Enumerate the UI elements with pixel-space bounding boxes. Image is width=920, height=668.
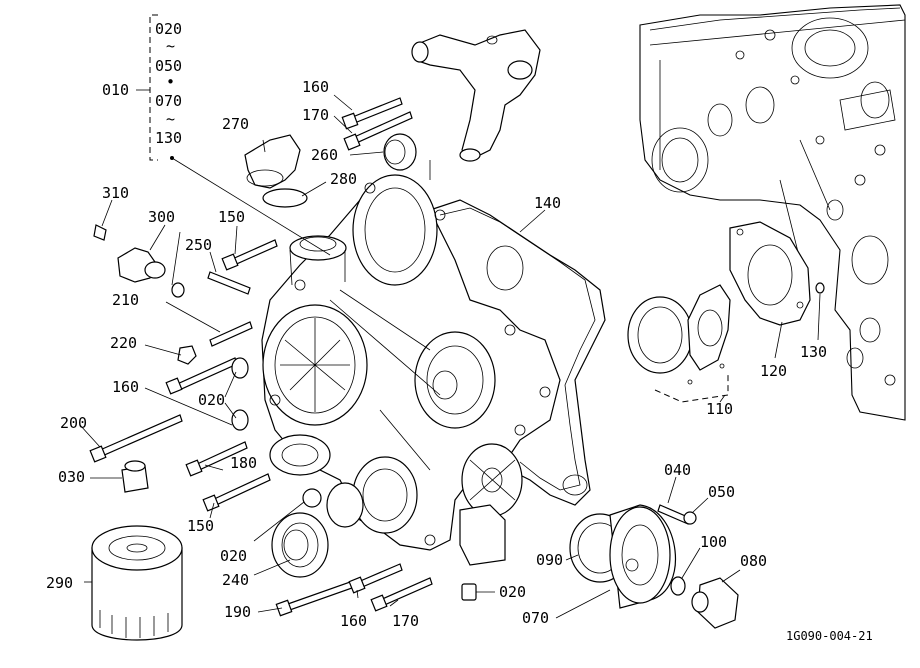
- range-line-2: ~: [166, 37, 175, 55]
- range-line-1: 020: [155, 20, 182, 38]
- sensor-part-300: [93, 224, 185, 298]
- callout-070: 070: [522, 609, 549, 627]
- oil-filler-cap-part: [244, 134, 308, 208]
- callout-labels: 160 170 270 260 280 140 310 300 150 250 …: [46, 78, 827, 630]
- callout-150-lower: 150: [187, 517, 214, 535]
- oil-seal-part: [271, 512, 329, 578]
- range-block: 010 020 ~ 050 • 070 ~ 130: [102, 14, 331, 256]
- callout-080: 080: [740, 552, 767, 570]
- range-line-4: •: [166, 73, 175, 91]
- callout-160-mid: 160: [112, 378, 139, 396]
- callout-020-bottom: 020: [499, 583, 526, 601]
- callout-290: 290: [46, 574, 73, 592]
- callout-050: 050: [708, 483, 735, 501]
- callout-300: 300: [148, 208, 175, 226]
- range-line-3: 050: [155, 57, 182, 75]
- callout-190: 190: [224, 603, 251, 621]
- callout-120: 120: [760, 362, 787, 380]
- callout-110: 110: [706, 400, 733, 418]
- callout-030: 030: [58, 468, 85, 486]
- callout-270: 270: [222, 115, 249, 133]
- range-line-5: 070: [155, 92, 182, 110]
- bolt-parts: [89, 97, 825, 629]
- diagram-reference-code: 1G090-004-21: [786, 629, 873, 643]
- callout-250: 250: [185, 236, 212, 254]
- callout-260: 260: [311, 146, 338, 164]
- callout-130: 130: [800, 343, 827, 361]
- callout-200: 200: [60, 414, 87, 432]
- range-line-7: 130: [155, 129, 182, 147]
- callout-210: 210: [112, 291, 139, 309]
- plug-part-260: [383, 133, 417, 171]
- callout-240: 240: [222, 571, 249, 589]
- gear-case-part: [261, 174, 561, 566]
- oil-pump-rotor-part: [627, 284, 731, 385]
- callout-090: 090: [536, 551, 563, 569]
- range-ref-label: 010: [102, 81, 129, 99]
- callout-220: 220: [110, 334, 137, 352]
- callout-100: 100: [700, 533, 727, 551]
- callout-180: 180: [230, 454, 257, 472]
- engine-block-drawing: [639, 4, 906, 421]
- callout-160-top: 160: [302, 78, 329, 96]
- callout-310: 310: [102, 184, 129, 202]
- callout-040: 040: [664, 461, 691, 479]
- callout-170-top: 170: [302, 106, 329, 124]
- callout-020-lower: 020: [220, 547, 247, 565]
- callout-140: 140: [534, 194, 561, 212]
- callout-150-upper: 150: [218, 208, 245, 226]
- oil-pump-cover-part: [729, 221, 811, 326]
- callout-280: 280: [330, 170, 357, 188]
- range-line-6: ~: [166, 110, 175, 128]
- callout-160-bottom: 160: [340, 612, 367, 630]
- water-pipe-part: [411, 29, 541, 162]
- callout-020-mid: 020: [198, 391, 225, 409]
- pulley-part: [569, 504, 676, 609]
- callout-170-bottom: 170: [392, 612, 419, 630]
- oil-filter-part: [91, 525, 183, 641]
- leader-lines: [79, 94, 821, 619]
